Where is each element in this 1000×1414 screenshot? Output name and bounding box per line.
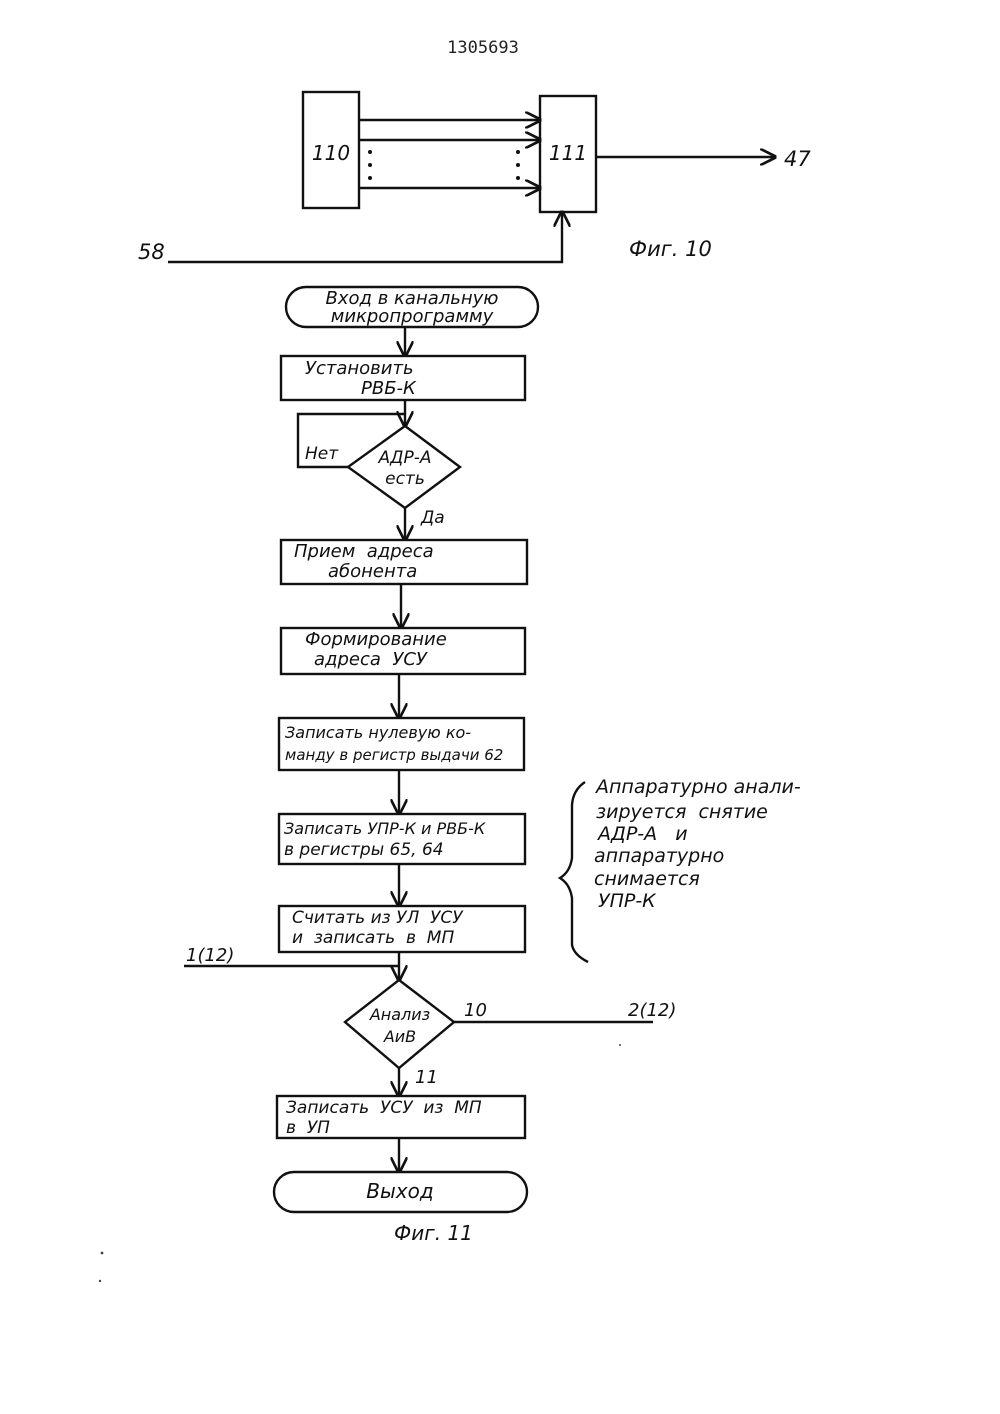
start-label-2: микропрограмму (331, 306, 494, 327)
block-111-label: 111 (549, 141, 587, 165)
fig10: 110 111 47 58 Фиг. 10 (138, 92, 811, 264)
step-receive-address-line1: Прием адреса (294, 541, 434, 562)
note-line-1: Аппаратурно анали- (594, 776, 801, 798)
step-form-usu-address-line1: Формирование (305, 629, 447, 650)
fig10-caption: Фиг. 10 (629, 237, 712, 261)
step-read-ul-usu-line1: Считать из УЛ УСУ (292, 908, 464, 928)
branch-11-label: 11 (415, 1067, 438, 1088)
decision-analysis-ab-line2: АиВ (383, 1027, 416, 1046)
step-set-rvb-line1: Установить (305, 358, 414, 379)
connector-out-label: 2(12) (628, 1000, 676, 1021)
decision-adr-a-line1: АДР-А (378, 448, 432, 468)
yes-label: Да (420, 508, 445, 528)
note-brace (560, 782, 588, 962)
decision-analysis-ab-line1: Анализ (369, 1005, 430, 1024)
no-label: Нет (305, 444, 339, 464)
step-set-rvb-line2: РВБ-К (361, 378, 417, 399)
note-line-6: УПР-К (598, 890, 657, 912)
step-write-usu-to-up-line1: Записать УСУ из МП (286, 1098, 482, 1118)
note-line-5: снимается (594, 868, 700, 890)
input-line (168, 212, 562, 262)
step-write-zero-command-line2: манду в регистр выдачи 62 (285, 746, 503, 764)
step-write-zero-command-line1: Записать нулевую ко- (285, 723, 471, 742)
bus-ellipsis (368, 150, 520, 180)
note-line-4: аппаратурно (594, 845, 724, 867)
note-line-3: АДР-А и (596, 823, 688, 845)
input-label: 58 (138, 240, 165, 264)
decision-adr-a-line2: есть (385, 469, 425, 489)
step-receive-address-line2: абонента (328, 561, 417, 582)
step-write-usu-to-up-line2: в УП (286, 1118, 330, 1138)
decision-analysis-ab (345, 980, 454, 1068)
fig11-caption: Фиг. 11 (394, 1221, 473, 1245)
fig11-flowchart: Вход в канальную микропрограмму Установи… (184, 287, 801, 1245)
branch-10-label: 10 (464, 1000, 487, 1021)
step-write-upr-rvb-line2: в регистры 65, 64 (284, 840, 444, 860)
output-label: 47 (784, 147, 811, 171)
block-110-label: 110 (312, 141, 350, 165)
connector-in-label: 1(12) (186, 945, 234, 966)
end-label: Выход (366, 1179, 433, 1203)
step-write-upr-rvb-line1: Записать УПР-К и РВБ-К (284, 819, 486, 838)
step-read-ul-usu-line2: и записать в МП (292, 928, 454, 948)
scan-specks (99, 1044, 621, 1282)
patent-number: 1305693 (447, 38, 519, 58)
note-line-2: зируется снятие (596, 801, 768, 823)
step-form-usu-address-line2: адреса УСУ (314, 649, 428, 670)
